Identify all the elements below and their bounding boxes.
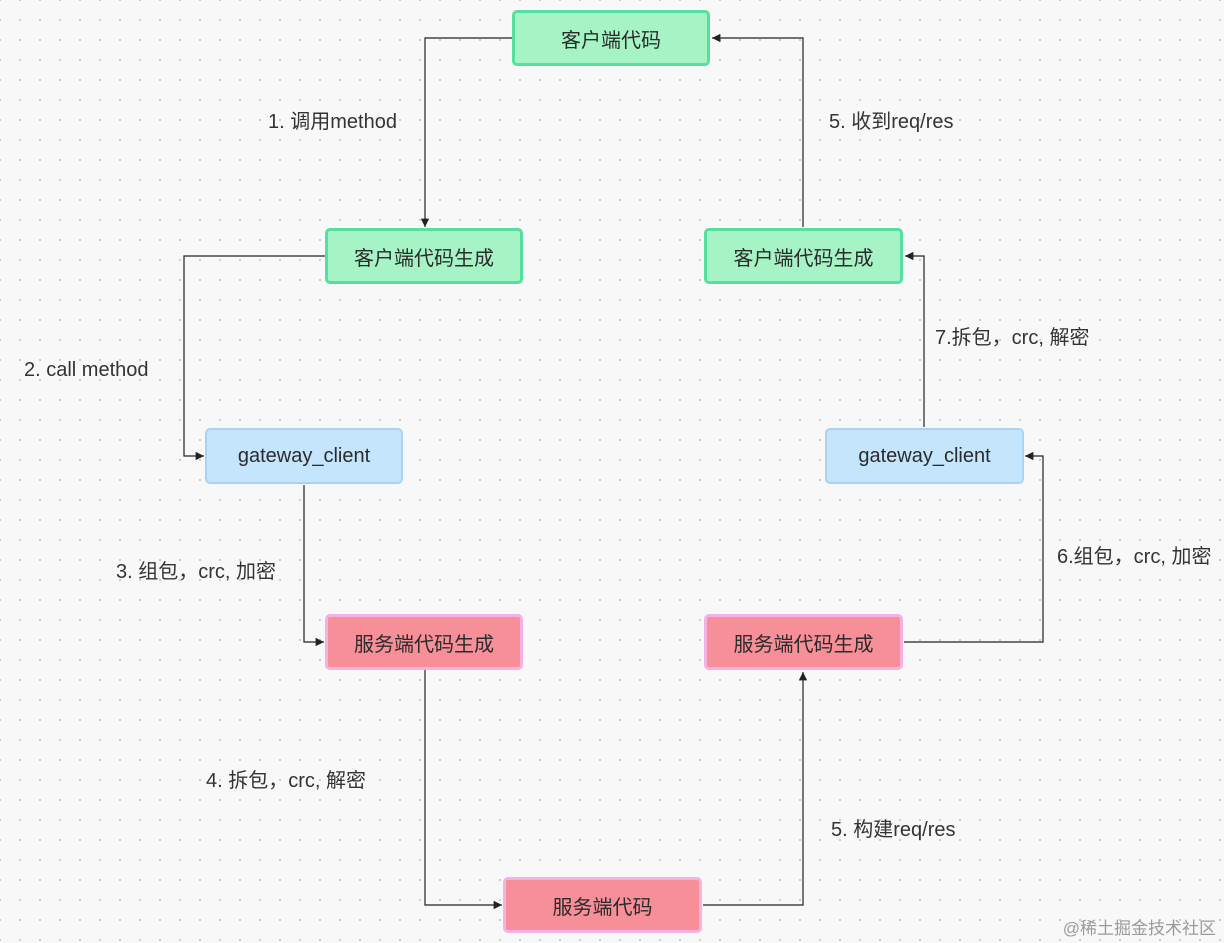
- server-code-node[interactable]: 服务端代码: [503, 877, 702, 933]
- client-codegen-left-node[interactable]: 客户端代码生成: [325, 228, 523, 284]
- client-codegen-left-label: 客户端代码生成: [354, 247, 494, 270]
- edge-call-method-1: [420, 37, 512, 227]
- server-codegen-right-node[interactable]: 服务端代码生成: [704, 614, 903, 670]
- server-codegen-left-label: 服务端代码生成: [354, 633, 494, 656]
- edge-label-call-method-1: 1. 调用method: [268, 111, 397, 133]
- edge-label-unpack-decrypt-left: 4. 拆包，crc, 解密: [206, 770, 367, 792]
- gateway-client-right-label: gateway_client: [858, 444, 991, 467]
- client-codegen-right-node[interactable]: 客户端代码生成: [704, 228, 903, 284]
- server-codegen-left-node[interactable]: 服务端代码生成: [325, 614, 523, 670]
- client-code-label: 客户端代码: [561, 29, 661, 52]
- gateway-client-left-label: gateway_client: [237, 444, 371, 467]
- edge-build-req-res: [703, 672, 808, 906]
- edge-label-call-method-2: 2. call method: [24, 359, 149, 381]
- client-codegen-right-label: 客户端代码生成: [733, 247, 874, 270]
- edge-label-pack-encrypt-right: 6.组包，crc, 加密: [1057, 546, 1212, 568]
- edge-label-unpack-decrypt-right: 7.拆包，crc, 解密: [935, 327, 1090, 349]
- edge-pack-encrypt-left: [303, 485, 324, 647]
- edge-label-pack-encrypt-left: 3. 组包，crc, 加密: [116, 561, 277, 583]
- edge-pack-encrypt-right: [904, 451, 1044, 643]
- server-code-label: 服务端代码: [552, 896, 653, 919]
- watermark: @稀土掘金技术社区: [1062, 919, 1216, 938]
- server-codegen-right-label: 服务端代码生成: [733, 633, 874, 656]
- edge-receive-req-res: [712, 33, 804, 227]
- gateway-client-left-node[interactable]: gateway_client: [205, 428, 403, 484]
- edge-unpack-decrypt-right: [905, 251, 925, 427]
- gateway-client-right-node[interactable]: gateway_client: [825, 428, 1024, 484]
- edge-unpack-decrypt-left: [424, 670, 502, 910]
- edge-call-method-2: [183, 255, 325, 461]
- edge-label-build-req-res: 5. 构建req/res: [831, 819, 956, 841]
- client-code-node[interactable]: 客户端代码: [512, 10, 710, 66]
- edge-label-receive-req-res: 5. 收到req/res: [829, 111, 954, 133]
